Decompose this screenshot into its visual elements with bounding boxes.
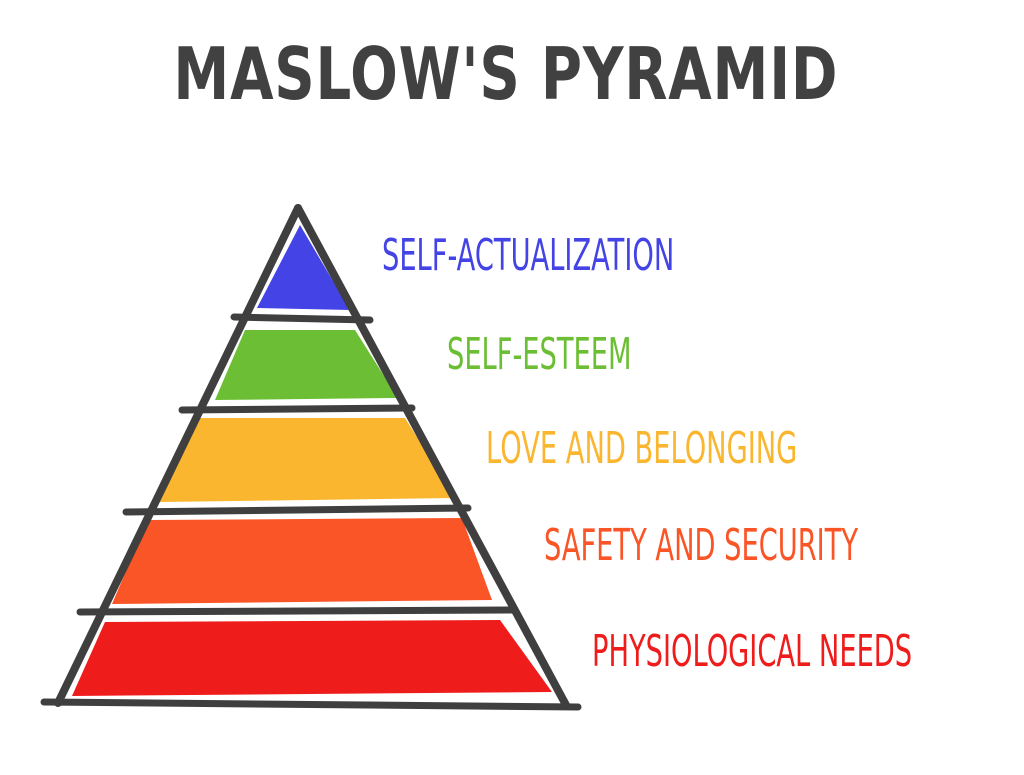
- label-physiological-needs: PHYSIOLOGICAL NEEDS: [592, 626, 913, 677]
- band-fill-safety-security: [112, 518, 492, 604]
- band-fill-self-esteem: [215, 330, 398, 400]
- label-safety-and-security: SAFETY AND SECURITY: [544, 520, 859, 571]
- pyramid-right-edge: [294, 204, 570, 709]
- page-title: MASLOW'S PYRAMID: [173, 32, 839, 116]
- divider-line-3: [122, 504, 472, 516]
- label-self-actualization: SELF-ACTUALIZATION: [382, 230, 675, 281]
- band-fill-self-actualization: [257, 225, 350, 310]
- divider-line-1: [230, 313, 374, 324]
- label-self-esteem: SELF-ESTEEM: [447, 329, 632, 380]
- band-fill-physiological: [72, 620, 552, 696]
- divider-line-2: [178, 404, 416, 414]
- divider-line-base: [40, 698, 582, 711]
- label-love-and-belonging: LOVE AND BELONGING: [486, 423, 798, 474]
- pyramid-left-edge: [54, 204, 302, 707]
- band-fill-love-belonging: [160, 418, 455, 502]
- divider-line-4: [76, 606, 518, 616]
